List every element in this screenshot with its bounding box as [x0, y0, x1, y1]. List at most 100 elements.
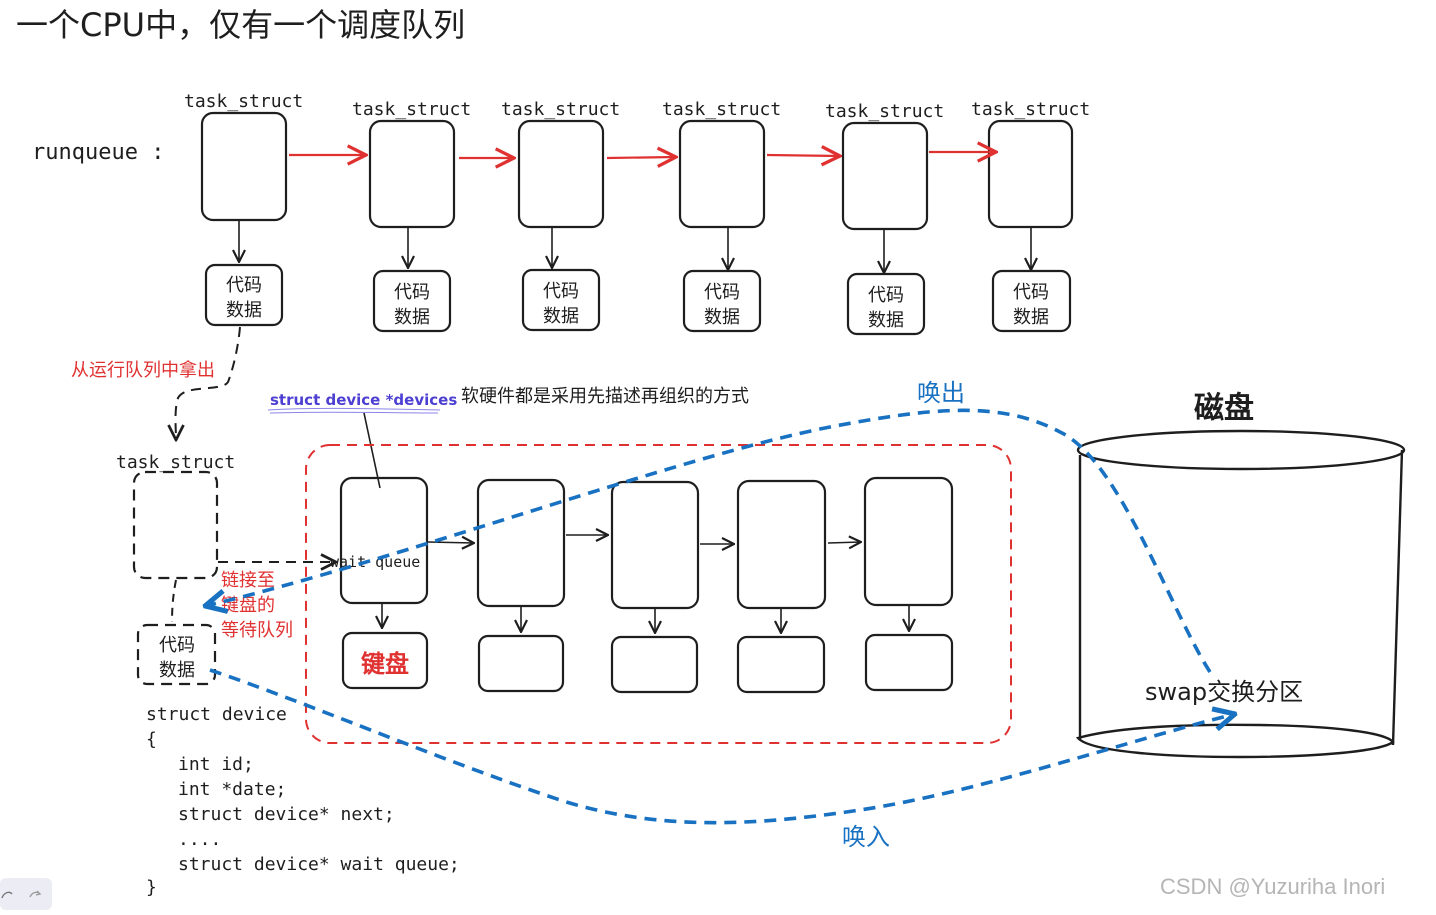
code-label: 代码 — [159, 635, 195, 656]
data-label: 数据 — [704, 307, 740, 328]
device-box — [339, 476, 429, 605]
disk-top-ellipse — [1076, 429, 1406, 471]
data-label: 数据 — [226, 300, 262, 321]
link-note: 链接至 键盘的 等待队列 — [221, 570, 293, 641]
device-box — [736, 479, 827, 610]
disk-right-side — [1391, 449, 1404, 746]
link-note-line: 链接至 — [221, 570, 275, 591]
devices-variable-label: struct device *devices — [270, 391, 457, 409]
disk-label: 磁盘 — [1194, 391, 1254, 426]
remove-dashed-arrow — [176, 326, 241, 440]
task-struct-box — [132, 470, 219, 580]
code-line: struct device* next; — [178, 804, 395, 825]
runqueue-link-arrow — [766, 155, 840, 156]
device-box — [863, 476, 954, 607]
task-struct-label: task_struct — [184, 91, 303, 112]
task-struct-box — [200, 111, 288, 222]
devices-pointer-line — [363, 412, 381, 489]
device-next-arrow — [827, 542, 861, 543]
code-data-box — [682, 269, 762, 333]
device-box — [476, 478, 566, 608]
task-struct-box — [517, 119, 605, 229]
code-line: .... — [178, 829, 221, 850]
data-label: 数据 — [543, 306, 579, 327]
keyboard-label: 键盘 — [361, 650, 409, 678]
task-struct-box — [987, 119, 1074, 229]
runqueue-node-3: task_struct 代码 数据 — [501, 99, 620, 332]
device-list-group — [305, 444, 1012, 744]
watermark: CSDN @Yuzuriha Inori — [1160, 874, 1385, 899]
code-label: 代码 — [704, 282, 740, 303]
task-struct-label: task_struct — [971, 99, 1090, 120]
runqueue-node-1: task_struct 代码 数据 — [184, 91, 303, 327]
device-next-arrow — [427, 542, 474, 543]
device-node — [476, 478, 566, 693]
runqueue-node-5: task_struct 代码 数据 — [825, 101, 944, 336]
task-struct-label: task_struct — [825, 101, 944, 122]
device-detail-box — [477, 634, 565, 693]
disk-bottom-ellipse — [1075, 723, 1395, 759]
task-struct-box — [368, 119, 456, 229]
device-detail-box — [736, 635, 826, 694]
device-node — [736, 479, 827, 694]
code-data-box — [204, 263, 284, 327]
code-label: 代码 — [543, 281, 579, 302]
runqueue-node-6: task_struct 代码 数据 — [971, 99, 1090, 333]
swap-partition-label: swap交换分区 — [1145, 678, 1303, 706]
code-data-box — [521, 268, 601, 332]
task-struct-label: task_struct — [116, 452, 235, 473]
code-data-box — [136, 623, 217, 686]
code-line: { — [146, 729, 157, 750]
code-line: int id; — [178, 754, 254, 775]
data-label: 数据 — [159, 660, 195, 681]
struct-device-code: struct device { int id; int *date; struc… — [146, 704, 460, 898]
disk-cylinder: 磁盘 swap交换分区 — [1075, 391, 1406, 759]
task-to-code-dashed-link — [171, 579, 177, 623]
task-struct-label: task_struct — [352, 99, 471, 120]
device-detail-box — [341, 631, 429, 690]
page-title: 一个CPU中，仅有一个调度队列 — [16, 6, 465, 44]
code-data-box — [846, 272, 926, 336]
code-line: } — [146, 877, 157, 898]
code-data-box — [991, 269, 1072, 333]
data-label: 数据 — [394, 307, 430, 328]
code-data-box — [372, 269, 452, 333]
redo-icon[interactable] — [29, 890, 42, 898]
data-label: 数据 — [868, 310, 904, 331]
code-label: 代码 — [226, 275, 262, 296]
device-node-keyboard: wait queue 键盘 — [330, 476, 429, 690]
wait-queue-label: wait queue — [330, 553, 420, 571]
task-struct-box — [841, 121, 929, 231]
code-line: struct device — [146, 704, 287, 725]
device-node — [610, 480, 700, 694]
data-label: 数据 — [1013, 307, 1049, 328]
runqueue-node-4: task_struct 代码 数据 — [662, 99, 781, 333]
runqueue-link-arrow — [606, 157, 676, 158]
code-label: 代码 — [1013, 282, 1049, 303]
device-detail-box — [864, 633, 954, 692]
devices-underline — [267, 407, 441, 414]
device-node — [863, 476, 954, 692]
device-detail-box — [610, 635, 699, 694]
swap-in-label: 唤入 — [842, 823, 890, 851]
code-label: 代码 — [868, 285, 904, 306]
task-struct-box — [678, 119, 766, 229]
device-box — [610, 480, 700, 610]
task-struct-label: task_struct — [662, 99, 781, 120]
task-struct-label: task_struct — [501, 99, 620, 120]
remove-from-runqueue-label: 从运行队列中拿出 — [71, 359, 215, 381]
code-line: int *date; — [178, 779, 286, 800]
swap-out-arrow — [205, 408, 1212, 673]
undo-icon[interactable] — [1, 891, 13, 899]
code-label: 代码 — [394, 282, 430, 303]
devices-note: 软硬件都是采用先描述再组织的方式 — [461, 386, 749, 407]
link-note-line: 等待队列 — [221, 620, 293, 641]
link-note-line: 键盘的 — [221, 595, 275, 616]
swap-in-arrow — [209, 668, 1235, 825]
blocked-task-node: task_struct 代码 数据 — [116, 452, 235, 686]
runqueue-label: runqueue : — [32, 140, 164, 165]
undo-redo-toolbar — [0, 878, 52, 910]
swap-out-label: 唤出 — [917, 379, 965, 407]
runqueue-node-2: task_struct 代码 数据 — [352, 99, 471, 333]
